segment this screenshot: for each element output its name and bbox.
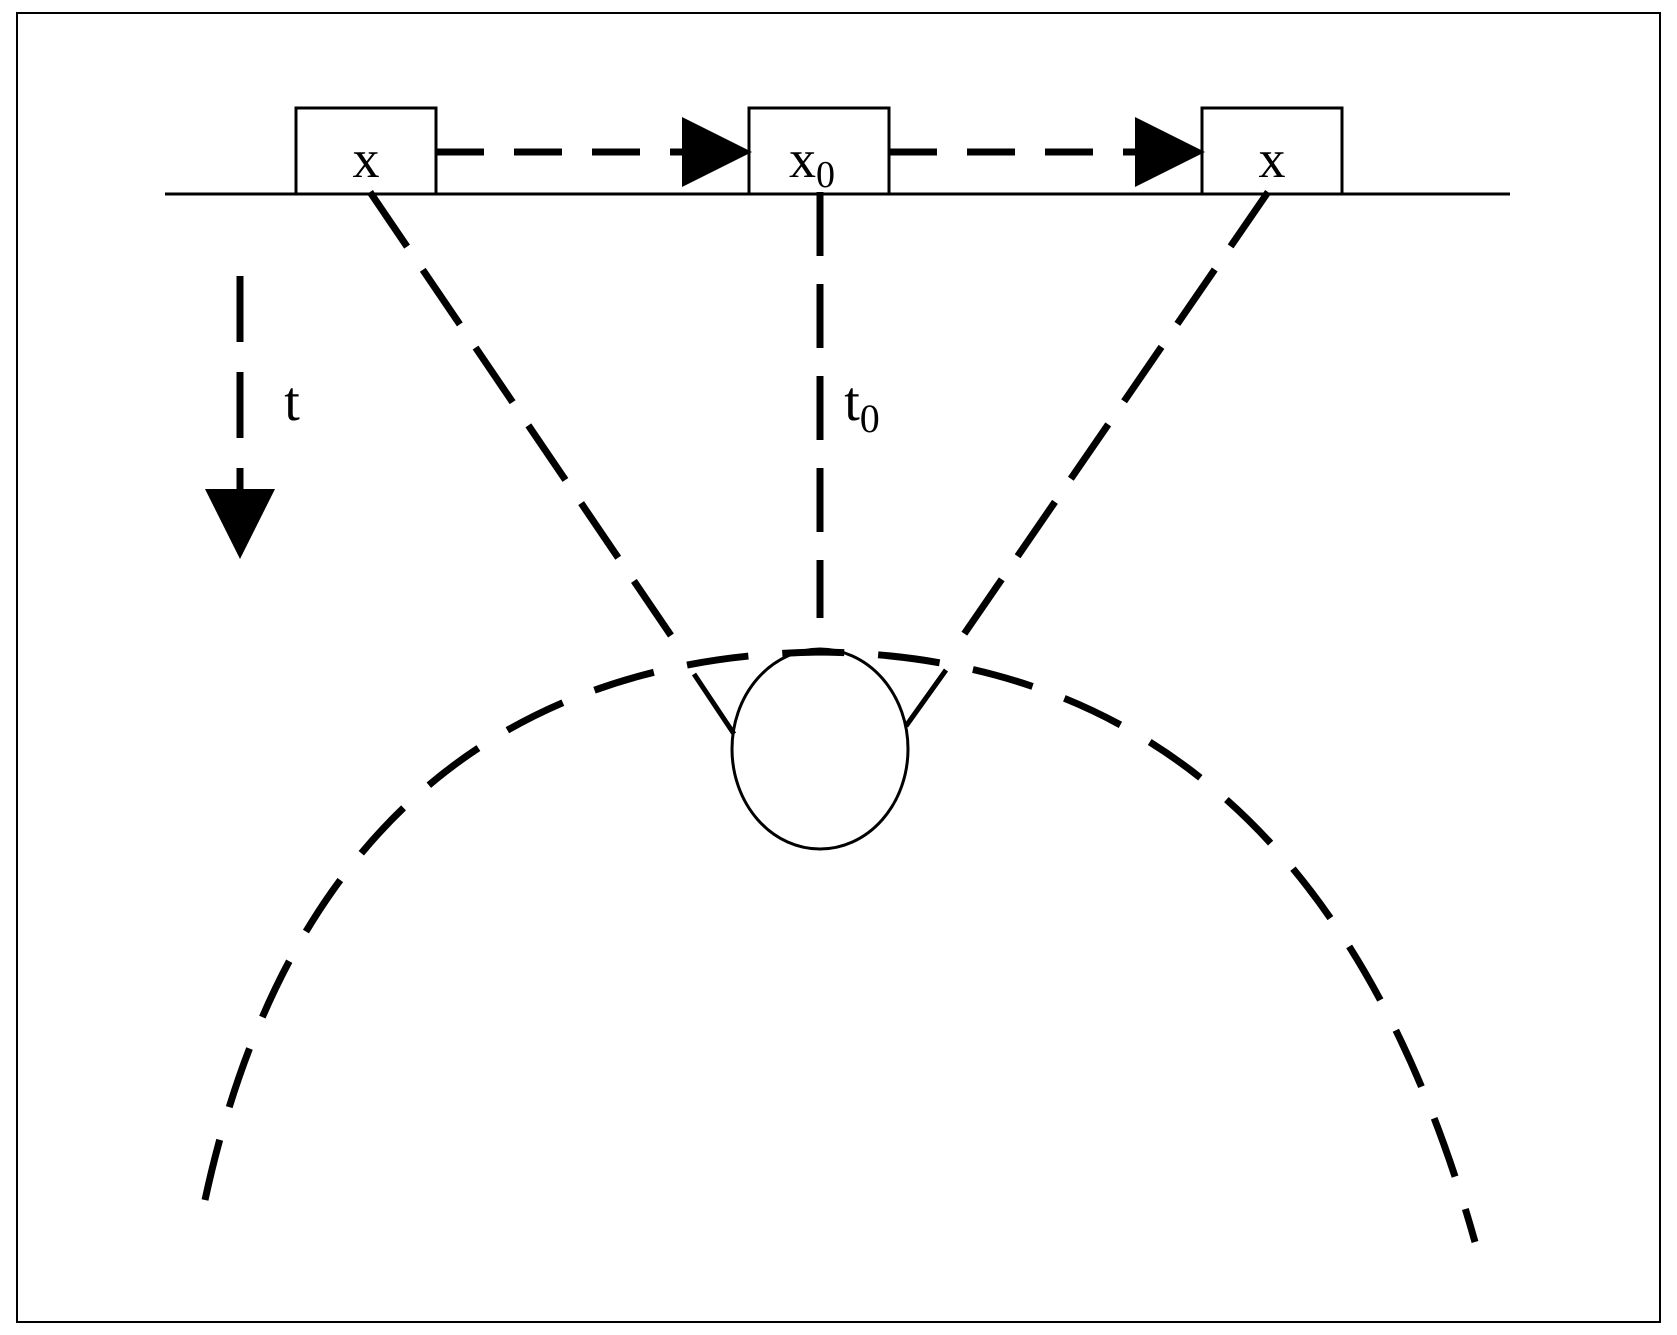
scatterer-circle: [730, 647, 910, 851]
station-box-center: [747, 106, 891, 196]
zero-offset-time-label: t0: [844, 371, 880, 441]
ray-path-left: [367, 190, 677, 642]
station-label-right: x: [1259, 129, 1286, 189]
tangent-tick-left: [691, 672, 737, 736]
figure-frame: [16, 12, 1661, 1323]
station-box-right: [1200, 106, 1344, 196]
station-label-left: x: [353, 129, 380, 189]
ray-path-right: [957, 190, 1271, 642]
station-label-center: x0: [789, 129, 835, 196]
diffraction-hyperbola: [201, 648, 1479, 1243]
tangent-tick-right: [903, 668, 949, 728]
time-axis-label: t: [284, 371, 300, 433]
